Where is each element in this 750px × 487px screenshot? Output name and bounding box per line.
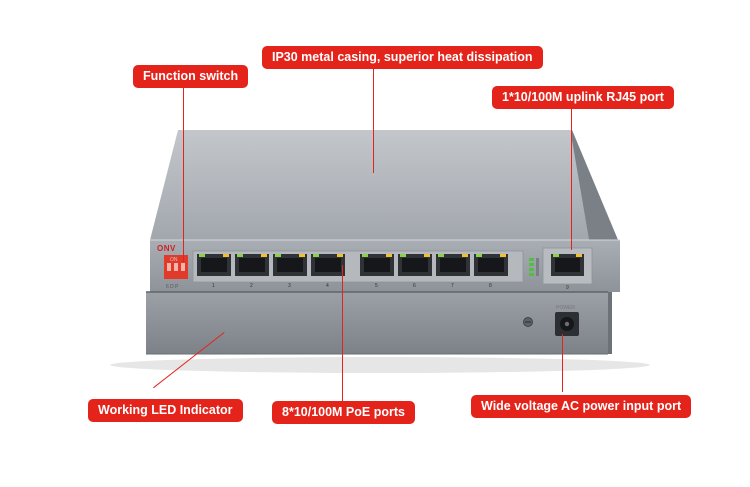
- brand-logo-text: ONV: [157, 244, 176, 253]
- power-marking: POWER: [556, 305, 575, 311]
- poe-port-group-left: [197, 254, 345, 276]
- leader-line-power: [562, 334, 563, 392]
- port-number: 2: [250, 283, 253, 289]
- port-number: 1: [212, 283, 215, 289]
- uplink-port-number: 9: [566, 285, 569, 291]
- callout-function-switch: Function switch: [133, 65, 249, 88]
- dip-switch-marking: ON: [170, 257, 178, 263]
- port-number: 3: [288, 283, 291, 289]
- poe-port-group-right: [360, 254, 508, 276]
- port-number: 7: [451, 283, 454, 289]
- leader-line-switch: [183, 86, 184, 262]
- port-number: 5: [375, 283, 378, 289]
- dip-switch-positions: 6 D P: [166, 284, 179, 290]
- callout-power-input: Wide voltage AC power input port: [471, 395, 692, 418]
- leader-line-uplink: [571, 106, 572, 250]
- leader-line-casing: [373, 67, 374, 173]
- port-number: 8: [489, 283, 492, 289]
- status-led-column: [529, 258, 539, 276]
- callout-casing: IP30 metal casing, superior heat dissipa…: [262, 46, 543, 69]
- port-number: 4: [326, 283, 329, 289]
- callout-poe-ports: 8*10/100M PoE ports: [272, 401, 415, 424]
- callout-uplink-port: 1*10/100M uplink RJ45 port: [492, 86, 674, 109]
- port-number: 6: [413, 283, 416, 289]
- callout-led-indicator: Working LED Indicator: [88, 399, 243, 422]
- leader-line-poe: [342, 265, 343, 401]
